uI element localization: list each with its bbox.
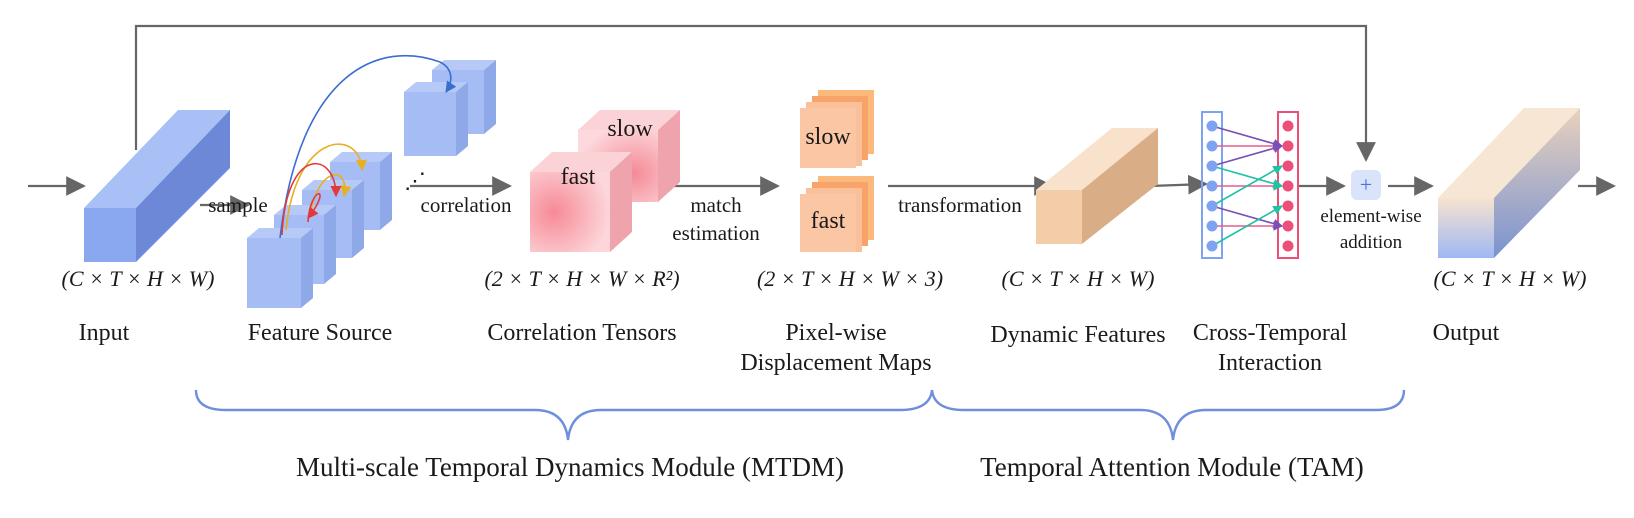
- output-block: [1438, 108, 1580, 258]
- dynamic-dims: (C × T × H × W): [1002, 266, 1155, 291]
- feature-source-title: Feature Source: [248, 320, 393, 346]
- displacement-title-1: Pixel-wise: [785, 320, 886, 346]
- disp-slow-label: slow: [805, 124, 851, 150]
- displacement-title-2: Displacement Maps: [740, 350, 931, 376]
- cross-temporal-title-1: Cross-Temporal: [1193, 320, 1348, 346]
- input-title: Input: [79, 320, 130, 346]
- element-wise-addition: +: [1351, 170, 1381, 200]
- plus-icon: +: [1360, 172, 1372, 197]
- estimation-label: estimation: [672, 221, 760, 245]
- output-title: Output: [1433, 320, 1500, 346]
- disp-fast-label: fast: [811, 208, 846, 234]
- correlation-tensors: slow fast: [530, 110, 680, 252]
- addition-label: addition: [1340, 232, 1403, 253]
- sampling-curves: [279, 54, 457, 239]
- module-braces: [194, 389, 1406, 441]
- mtdm-brace: [194, 389, 934, 441]
- feature-source-stack: ⋰: [247, 60, 496, 308]
- cross-temporal-title-2: Interaction: [1218, 350, 1322, 376]
- dynamic-features-block: [1036, 128, 1158, 244]
- cross-temporal-interaction: [1201, 111, 1299, 259]
- transformation-label: transformation: [898, 193, 1022, 217]
- correlation-dims: (2 × T × H × W × R²): [484, 266, 679, 291]
- dynamic-title: Dynamic Features: [990, 322, 1165, 348]
- element-wise-label: element-wise: [1320, 206, 1421, 227]
- sample-label: sample: [208, 193, 267, 217]
- ellipsis-dots: ⋰: [404, 168, 426, 193]
- correlation-title: Correlation Tensors: [487, 320, 676, 346]
- input-dims: (C × T × H × W): [62, 266, 215, 291]
- corr-fast-label: fast: [561, 164, 596, 190]
- match-label: match: [690, 193, 742, 217]
- input-block: [84, 110, 230, 262]
- tam-label: Temporal Attention Module (TAM): [980, 452, 1364, 482]
- tam-brace: [930, 389, 1406, 441]
- mtdm-label: Multi-scale Temporal Dynamics Module (MT…: [296, 452, 844, 482]
- skip-connection: [134, 24, 1376, 162]
- displacement-maps: slow fast: [800, 90, 874, 252]
- arrow-to-interaction: [1149, 174, 1208, 195]
- output-dims: (C × T × H × W): [1434, 266, 1587, 291]
- flow-arrows: [28, 24, 1616, 215]
- corr-slow-label: slow: [607, 116, 653, 142]
- displacement-dims: (2 × T × H × W × 3): [757, 266, 943, 291]
- correlation-label: correlation: [421, 193, 512, 217]
